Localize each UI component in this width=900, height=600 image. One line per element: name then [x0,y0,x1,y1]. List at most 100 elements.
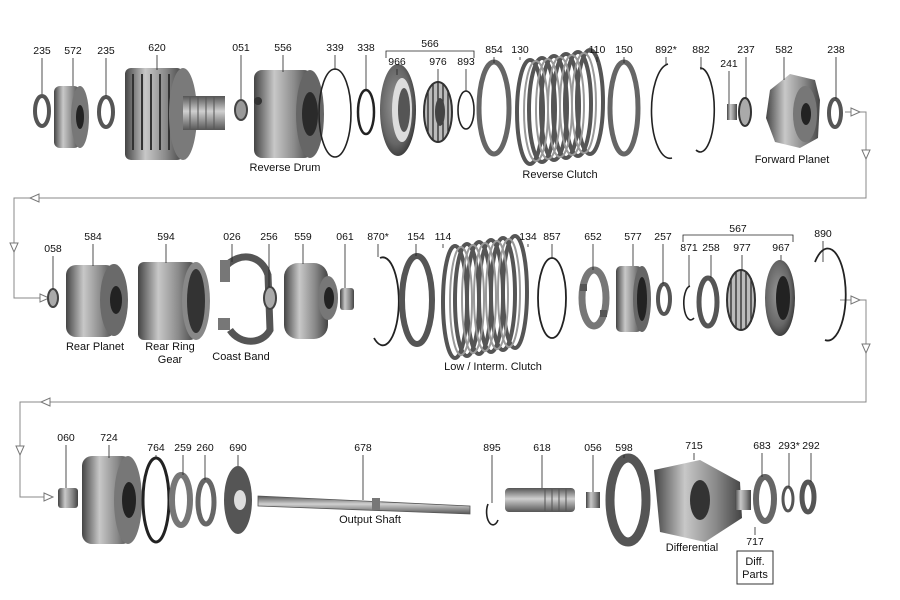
part-026-coast-band [218,253,274,345]
part-854-plate [476,59,512,157]
part-594-rear-ring-gear [138,262,210,340]
part-882-snap-ring [695,67,716,153]
part-150-plate [607,59,641,157]
part-620-drum [125,68,225,160]
part-number-label: 026 [223,231,241,243]
part-number-label: 056 [584,442,602,454]
part-number-label: 652 [584,231,602,243]
group-number-label: 567 [729,223,747,235]
part-764-seal [141,456,171,544]
part-number-label: 620 [148,42,166,54]
part-893-snap-ring [457,90,475,130]
part-number-label: 258 [702,242,720,254]
part-051-bushing [234,99,248,121]
part-683-gear [753,474,777,524]
part-060-bushing [58,488,78,508]
part-890-snap-ring [814,247,847,342]
part-number-label: 584 [84,231,102,243]
captions: Reverse Drum Reverse Clutch Forward Plan… [66,154,829,554]
part-259-washer [169,472,193,528]
flow-connector-2 [15,295,871,502]
part-690-sprocket [224,466,252,534]
part-618-shaft [505,488,575,512]
part-number-label: 582 [775,44,793,56]
part-572-gear [54,86,89,148]
part-number-label: 130 [511,44,529,56]
part-598-ring-gear [605,453,651,547]
part-235-washer-left [33,94,51,128]
part-number-label: 715 [685,440,703,452]
part-number-label: 967 [772,242,790,254]
part-895-clip [485,503,499,526]
part-number-label: 257 [654,231,672,243]
part-857-snap-ring [537,257,567,339]
part-number-label: 895 [483,442,501,454]
part-number-label: 237 [737,44,755,56]
part-number-label: 870* [367,231,389,243]
part-number-label: 235 [33,45,51,57]
part-976-spring [423,81,453,143]
part-number-label: 618 [533,442,551,454]
part-number-label: 338 [357,42,375,54]
flow-connector-1 [9,107,871,303]
row-1-part-numbers: 235 572 235 620 051 556 339 338 966 976 … [33,38,845,70]
part-870-snap-ring [373,256,400,347]
part-584-rear-planet [66,264,128,337]
caption-forward-planet: Forward Planet [755,154,830,166]
part-892-snap-ring [650,63,673,160]
part-724-carrier [82,456,142,544]
caption-differential: Differential [666,542,718,554]
part-967-piston [765,260,795,336]
part-number-label: 892* [655,44,677,56]
part-number-label: 241 [720,58,738,70]
part-260-washer [195,477,217,527]
part-130-110-reverse-clutch-pack [515,48,605,166]
part-number-label: 051 [232,42,250,54]
group-number-label: 566 [421,38,439,50]
part-number-label: 893 [457,56,475,68]
part-number-label: 339 [326,42,344,54]
part-number-label: 764 [147,442,165,454]
part-number-label: 259 [174,442,192,454]
part-number-label: 256 [260,231,278,243]
part-966-piston [380,64,416,156]
part-338-seal [356,88,376,136]
part-number-label: 683 [753,440,771,452]
part-235-washer-right [97,95,115,129]
part-number-label: 678 [354,442,372,454]
part-652-sprag [578,266,610,330]
part-238-washer [827,97,843,129]
part-number-label: 060 [57,432,75,444]
part-number-label: 559 [294,231,312,243]
part-number-label: 854 [485,44,503,56]
part-582-forward-planet [766,74,820,148]
caption-rear-ring: Rear Ring [145,341,195,353]
caption-reverse-drum: Reverse Drum [250,162,321,174]
leader-lines [41,55,837,503]
part-114-134-low-interm-clutch-pack [441,234,529,360]
group-bracket-567 [682,234,794,242]
part-number-label: 556 [274,42,292,54]
part-number-label: 724 [100,432,118,444]
part-number-label: 114 [435,231,452,243]
part-number-label: 977 [733,242,751,254]
row-2-part-numbers: 058 584 594 026 256 559 061 870* 154 114… [44,223,832,255]
diff-parts-box-line2: Parts [742,569,768,581]
part-number-label: 154 [407,231,425,243]
part-256-bushing [263,286,277,310]
diff-parts-box: Diff. Parts [736,527,774,585]
part-715-differential [654,460,751,542]
part-number-label: 134 [519,231,537,243]
part-559-drum [284,263,338,339]
group-bracket-566 [385,50,475,58]
part-241-bushing [727,104,737,120]
part-577-gear [616,266,651,332]
part-number-label: 690 [229,442,247,454]
caption-reverse-clutch: Reverse Clutch [522,169,597,181]
part-number-label: 871 [680,242,698,254]
part-number-label: 235 [97,45,115,57]
part-292-washer [799,479,817,515]
part-556-drum [254,70,324,158]
part-061-bushing [340,288,354,310]
